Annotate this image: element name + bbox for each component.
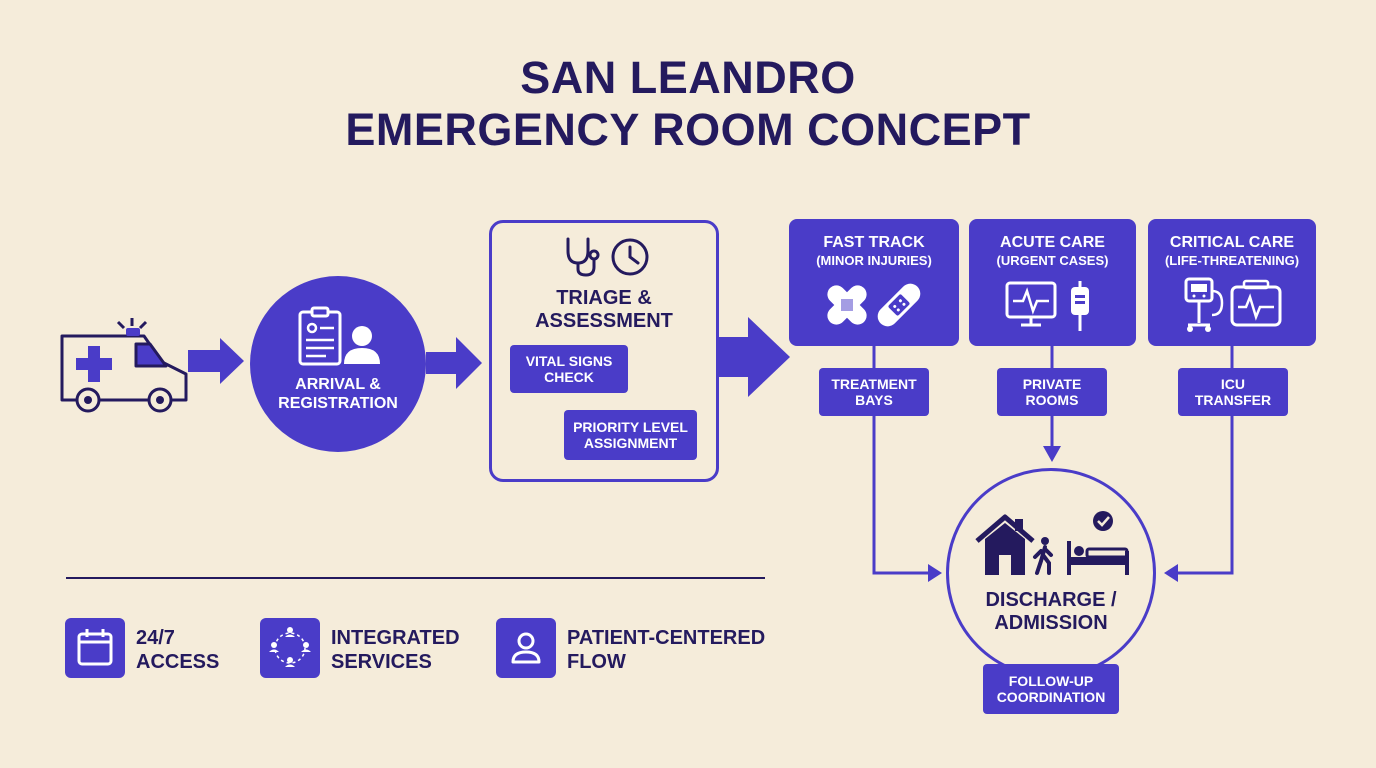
arrival-label-line2: REGISTRATION [278,395,398,412]
arrival-registration-step: ARRIVAL & REGISTRATION [250,276,426,452]
treatment-bays-line2: BAYS [855,392,893,408]
care-path-fast-track: FAST TRACK (MINOR INJURIES) [789,219,959,346]
page-title-line2: EMERGENCY ROOM CONCEPT [345,104,1031,155]
arrow-head-top-discharge [1043,446,1061,462]
private-rooms-line1: PRIVATE [1022,376,1082,392]
care-subtitle-fast-track: (MINOR INJURIES) [816,253,932,268]
destination-icu-transfer: ICU TRANSFER [1178,368,1288,416]
followup-line2: COORDINATION [996,689,1106,705]
priority-level-step: PRIORITY LEVEL ASSIGNMENT [564,410,697,460]
stethoscope-clock-icon [566,237,649,277]
feature-3-line1: PATIENT-CENTERED [567,627,766,649]
ventilator-defibrillator-icon [1184,277,1282,332]
care-to-destination-connectors [872,346,1234,368]
monitor-iv-drip-icon [1005,281,1089,331]
person-icon [496,618,556,678]
priority-level-line2: ASSIGNMENT [583,435,678,451]
clipboard-person-icon [298,306,380,366]
bandage-icon [827,283,921,327]
followup-coordination-step: FOLLOW-UP COORDINATION [983,664,1119,714]
icu-transfer-line2: TRANSFER [1194,392,1272,408]
care-path-critical-care: CRITICAL CARE (LIFE-THREATENING) [1148,219,1316,346]
vital-signs-line1: VITAL SIGNS [525,353,613,369]
feature-1-line2: ACCESS [136,651,220,673]
arrow-arrival-to-triage [426,337,482,389]
feature-24-7-access: 24/7 ACCESS [136,626,219,674]
destination-treatment-bays: TREATMENT BAYS [819,368,929,416]
arrow-head-left-discharge [928,564,942,582]
feature-1-line1: 24/7 [136,627,175,649]
feature-3-line2: FLOW [567,651,626,673]
treatment-bays-line1: TREATMENT [831,376,917,392]
followup-line1: FOLLOW-UP [1008,673,1094,689]
arrow-triage-to-care [719,317,790,397]
ambulance-icon [60,318,188,413]
vital-signs-check-step: VITAL SIGNS CHECK [510,345,628,393]
calendar-icon [65,618,125,678]
home-bed-icon [975,511,1129,575]
care-title-critical-care: CRITICAL CARE [1169,234,1295,251]
care-subtitle-critical-care: (LIFE-THREATENING) [1164,253,1300,268]
care-path-acute-care: ACUTE CARE (URGENT CASES) [969,219,1136,346]
destination-private-rooms: PRIVATE ROOMS [997,368,1107,416]
feature-integrated-services: INTEGRATED SERVICES [331,626,460,674]
arrow-head-right-discharge [1164,564,1178,582]
feature-patient-centered-flow: PATIENT-CENTERED FLOW [567,626,765,674]
priority-level-line1: PRIORITY LEVEL [573,419,688,435]
vital-signs-line2: CHECK [544,369,594,385]
discharge-admission-step: DISCHARGE / ADMISSION [946,468,1156,678]
discharge-label-line1: DISCHARGE / [985,589,1117,611]
care-title-acute-care: ACUTE CARE [1000,234,1105,251]
page-title-line1: SAN LEANDRO [520,52,856,103]
care-title-fast-track: FAST TRACK [823,234,925,251]
feature-2-line2: SERVICES [331,651,432,673]
people-network-icon [260,618,320,678]
triage-title-line2: ASSESSMENT [535,310,673,332]
feature-2-line1: INTEGRATED [331,627,460,649]
care-subtitle-acute-care: (URGENT CASES) [996,253,1109,268]
private-rooms-line2: ROOMS [1025,392,1079,408]
arrow-ambulance-to-arrival [188,338,244,384]
triage-title-line1: TRIAGE & [556,287,652,309]
discharge-label-line2: ADMISSION [994,612,1108,634]
icu-transfer-line1: ICU [1220,376,1246,392]
arrival-label-line1: ARRIVAL & [295,376,381,393]
section-divider [66,577,765,579]
